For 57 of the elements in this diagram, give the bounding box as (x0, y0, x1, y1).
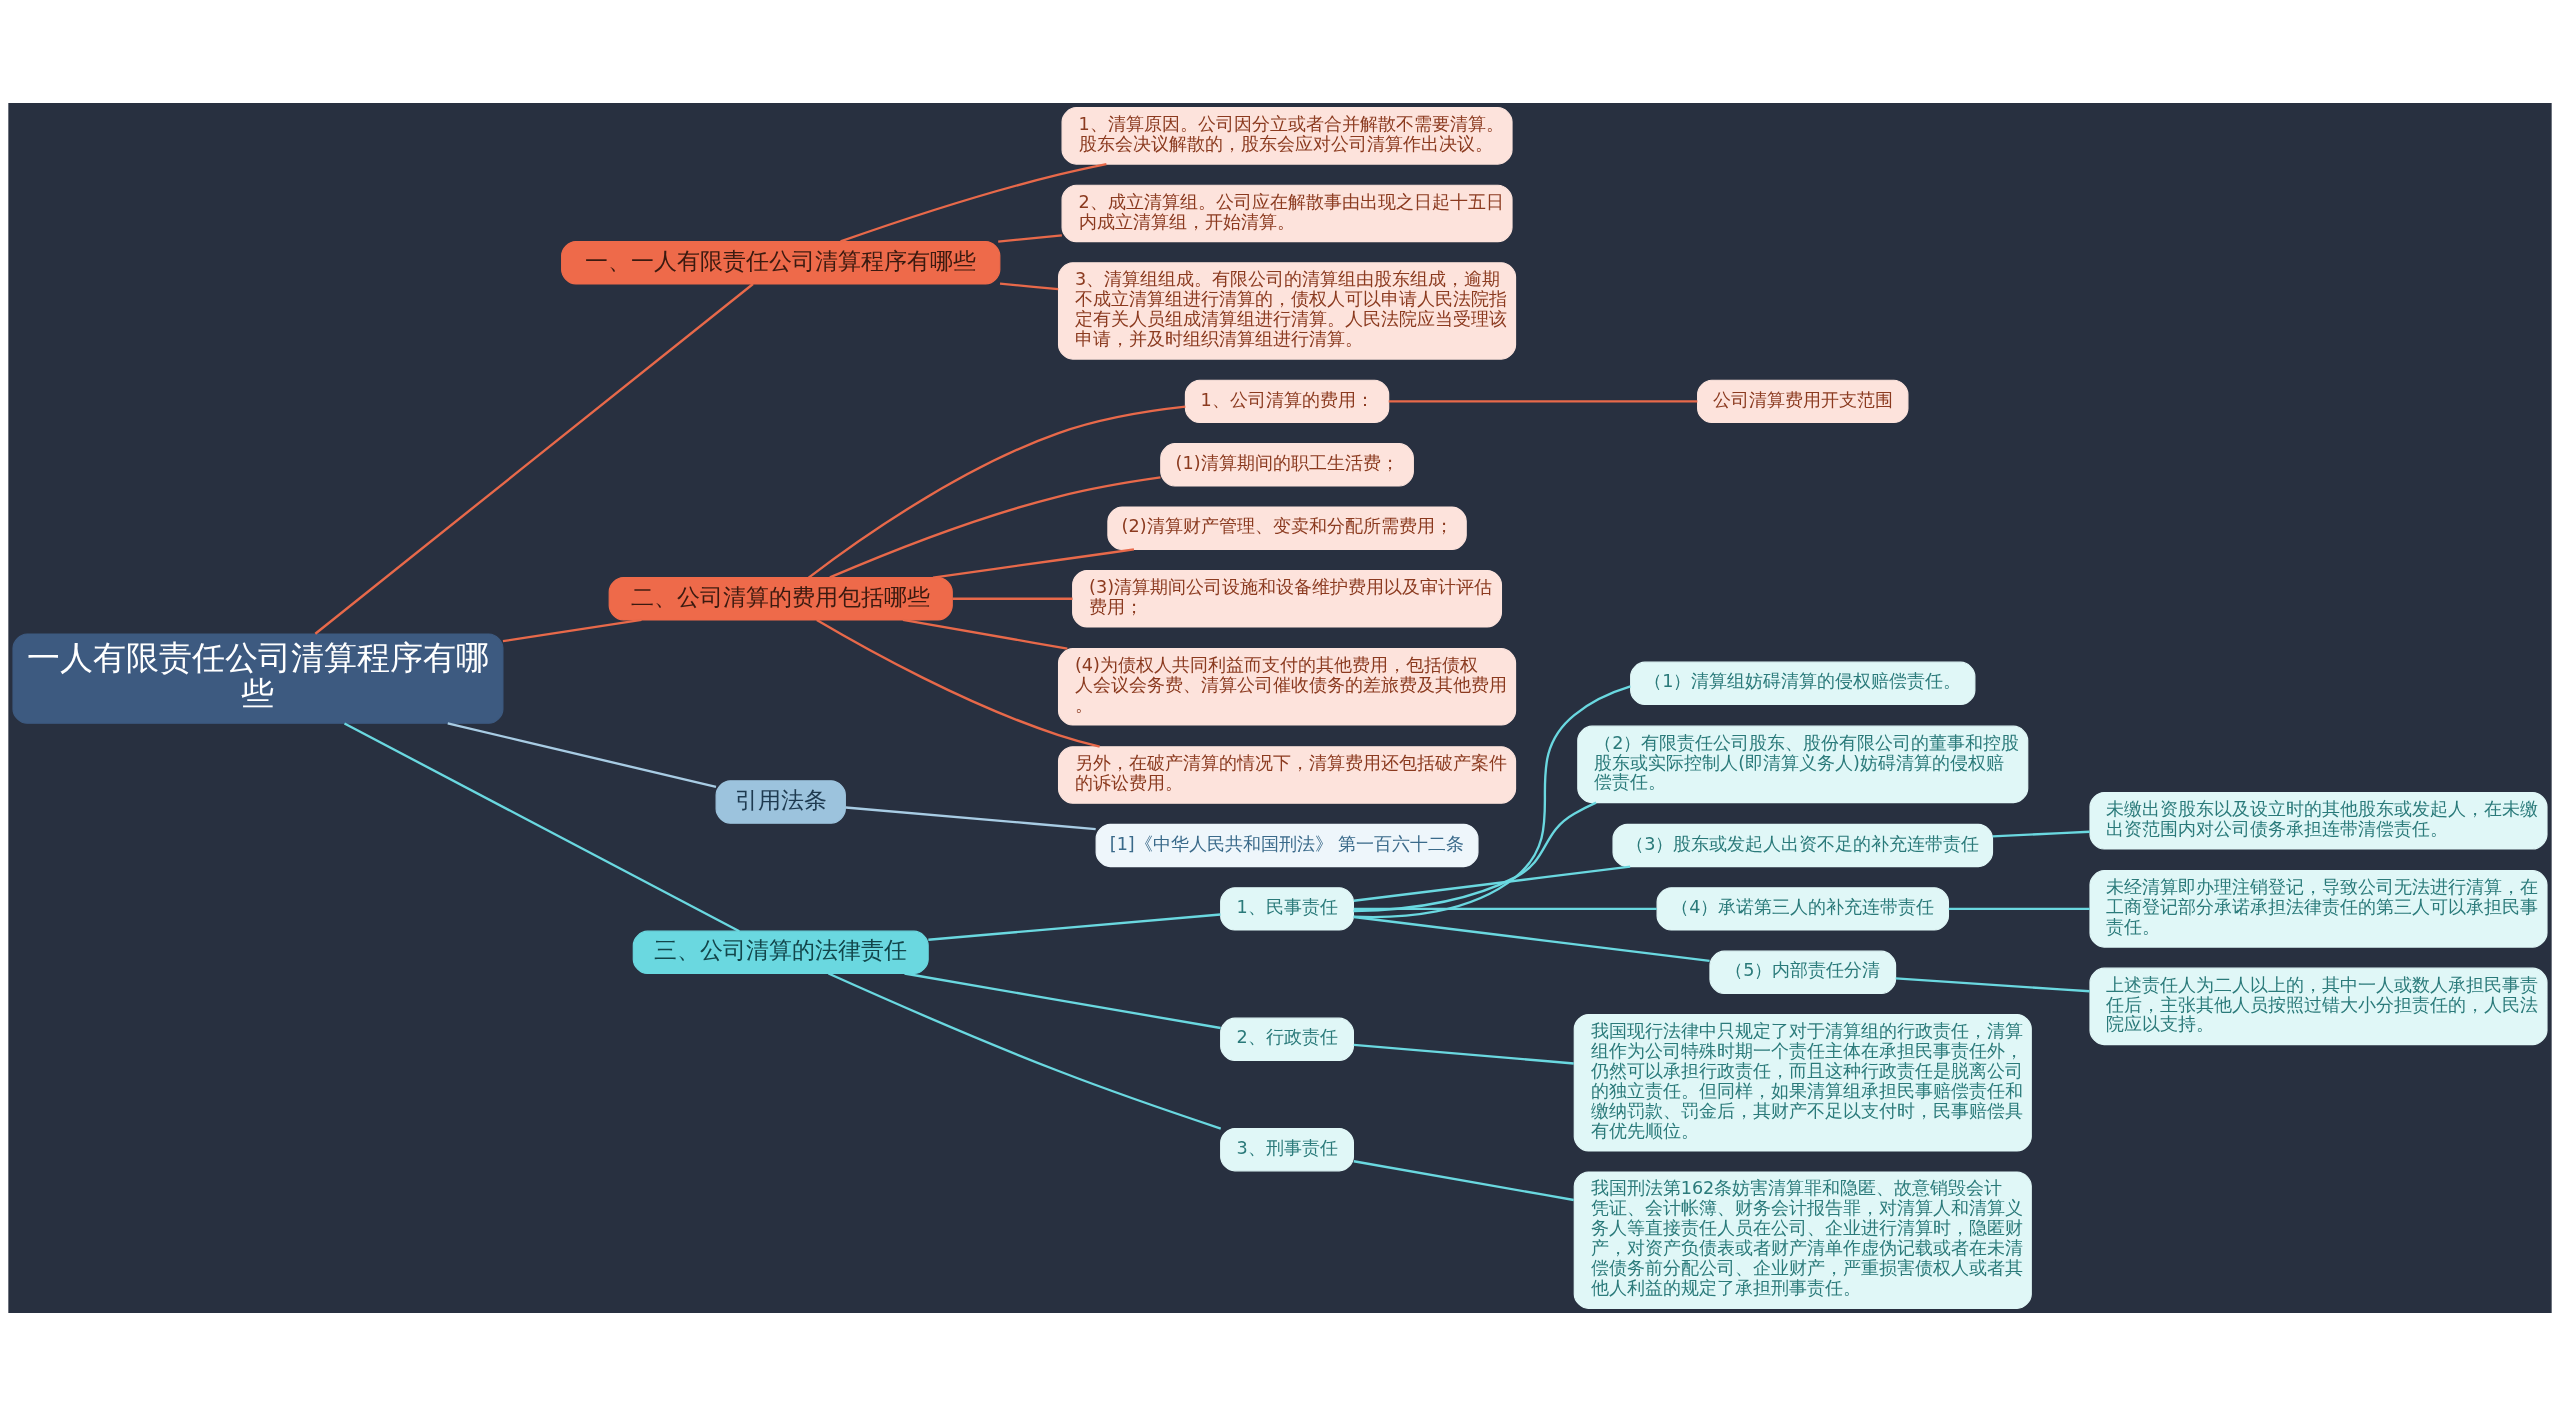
node-box: 2、行政责任 (1220, 1017, 1354, 1061)
connector (952, 597, 1073, 600)
node-box: 1、公司清算的费用： (1184, 379, 1390, 424)
connector (928, 913, 1221, 941)
connector (502, 618, 642, 643)
node-box: 未经清算即办理注销登记，导致公司无法进行清算，在工商登记部分承诺承担法律责任的第三人可以承担民事责任。 (2089, 870, 2548, 948)
node-box: 另外，在破产清算的情况下，清算费用还包括破产案件的诉讼费用。 (1057, 746, 1517, 804)
node-box: (1)清算期间的职工生活费； (1160, 443, 1414, 487)
node-box: (4)为债权人共同利益而支付的其他费用，包括债权人会议会务费、清算公司催收债务的差旅费及其他费用。 (1057, 648, 1517, 726)
connector (840, 162, 1107, 243)
connector (1948, 907, 2090, 911)
connector (816, 618, 1100, 748)
connector (902, 618, 1068, 650)
connector (447, 722, 717, 789)
node-box: 一、一人有限责任公司清算程序有哪些 (561, 241, 1001, 285)
node-box: 未缴出资股东以及设立时的其他股东或发起人，在未缴出资范围内对公司债务承担连带清偿责任。 (2089, 792, 2548, 850)
node-box: 3、清算组组成。有限公司的清算组由股东组成，逾期不成立清算组进行清算的，债权人可以申请人民法院指定有关人员组成清算组进行清算。人民法院应当受理该申请，并及时组织清算组进行清算。 (1057, 262, 1517, 360)
connector (999, 282, 1059, 291)
connector (1895, 977, 2090, 993)
node-box: (2)清算财产管理、变卖和分配所需费用； (1107, 506, 1467, 550)
connector (1992, 830, 2090, 838)
node-box: （3）股东或发起人出资不足的补充连带责任 (1612, 823, 1994, 868)
connector (343, 722, 740, 933)
node-box: （2）有限责任公司股东、股份有限公司的董事和控股股东或实际控制人(即清算义务人)妨碍清算的侵权赔偿责任。 (1577, 725, 2029, 804)
node-box: 三、公司清算的法律责任 (632, 930, 929, 975)
connector (808, 405, 1186, 579)
connector (1353, 1043, 1574, 1065)
node-box: 我国刑法第162条妨害清算罪和隐匿、故意销毁会计凭证、会计帐簿、财务会计报告罪，对清算人和清算义务人等直接责任人员在公司、企业进行清算时，隐匿财产，对资产负债表或者财产清单作虚伪记载或者在未清偿债务前分配公司、企业财产，严重损害债权人或者其他人利益的规定了承担刑事责任。 (1573, 1171, 2032, 1309)
connector (829, 476, 1161, 579)
connector (1353, 801, 1597, 913)
connector (932, 548, 1135, 579)
node-box: 上述责任人为二人以上的，其中一人或数人承担民事责任后，主张其他人员按照过错大小分担责任的，人民法院应以支持。 (2089, 967, 2548, 1046)
connector (1388, 400, 1698, 403)
connector (904, 972, 1221, 1030)
connector (1353, 915, 1710, 963)
node-box: （1）清算组妨碍清算的侵权赔偿责任。 (1630, 661, 1976, 706)
node-box: 公司清算费用开支范围 (1697, 379, 1909, 424)
connector (1353, 685, 1631, 919)
connector (1353, 1160, 1574, 1202)
node-box: 3、刑事责任 (1220, 1127, 1354, 1172)
node-box: （5）内部责任分清 (1709, 950, 1897, 995)
node-box: [1]《中华人民共和国刑法》 第一百六十二条 (1095, 823, 1479, 868)
node-box: 我国现行法律中只规定了对于清算组的行政责任，清算组作为公司特殊时期一个责任主体在承担民事责任外，仍然可以承担行政责任，而且这种行政责任是脱离公司的独立责任。但同样，如果清算组承担民事赔偿责任和缴纳罚款、罚金后，其财产不足以支付时，民事赔偿具有优先顺位。 (1573, 1014, 2032, 1152)
connector (1353, 907, 1657, 911)
connector (845, 806, 1096, 831)
connector (1353, 865, 1631, 902)
connector (998, 234, 1062, 243)
node-box: 1、民事责任 (1220, 887, 1354, 931)
connector (314, 283, 754, 635)
connector (828, 972, 1222, 1130)
node-box: 一人有限责任公司清算程序有哪些 (12, 633, 504, 724)
node-box: 二、公司清算的费用包括哪些 (608, 577, 953, 621)
node-box: （4）承诺第三人的补充连带责任 (1656, 887, 1950, 931)
node-box: 引用法条 (715, 780, 846, 824)
node-box: (3)清算期间公司设施和设备维护费用以及审计评估费用； (1072, 569, 1503, 628)
node-box: 1、清算原因。公司因分立或者合并解散不需要清算。股东会决议解散的，股东会应对公司清算作出决议。 (1061, 107, 1513, 165)
node-box: 2、成立清算组。公司应在解散事由出现之日起十五日内成立清算组，开始清算。 (1061, 184, 1513, 243)
